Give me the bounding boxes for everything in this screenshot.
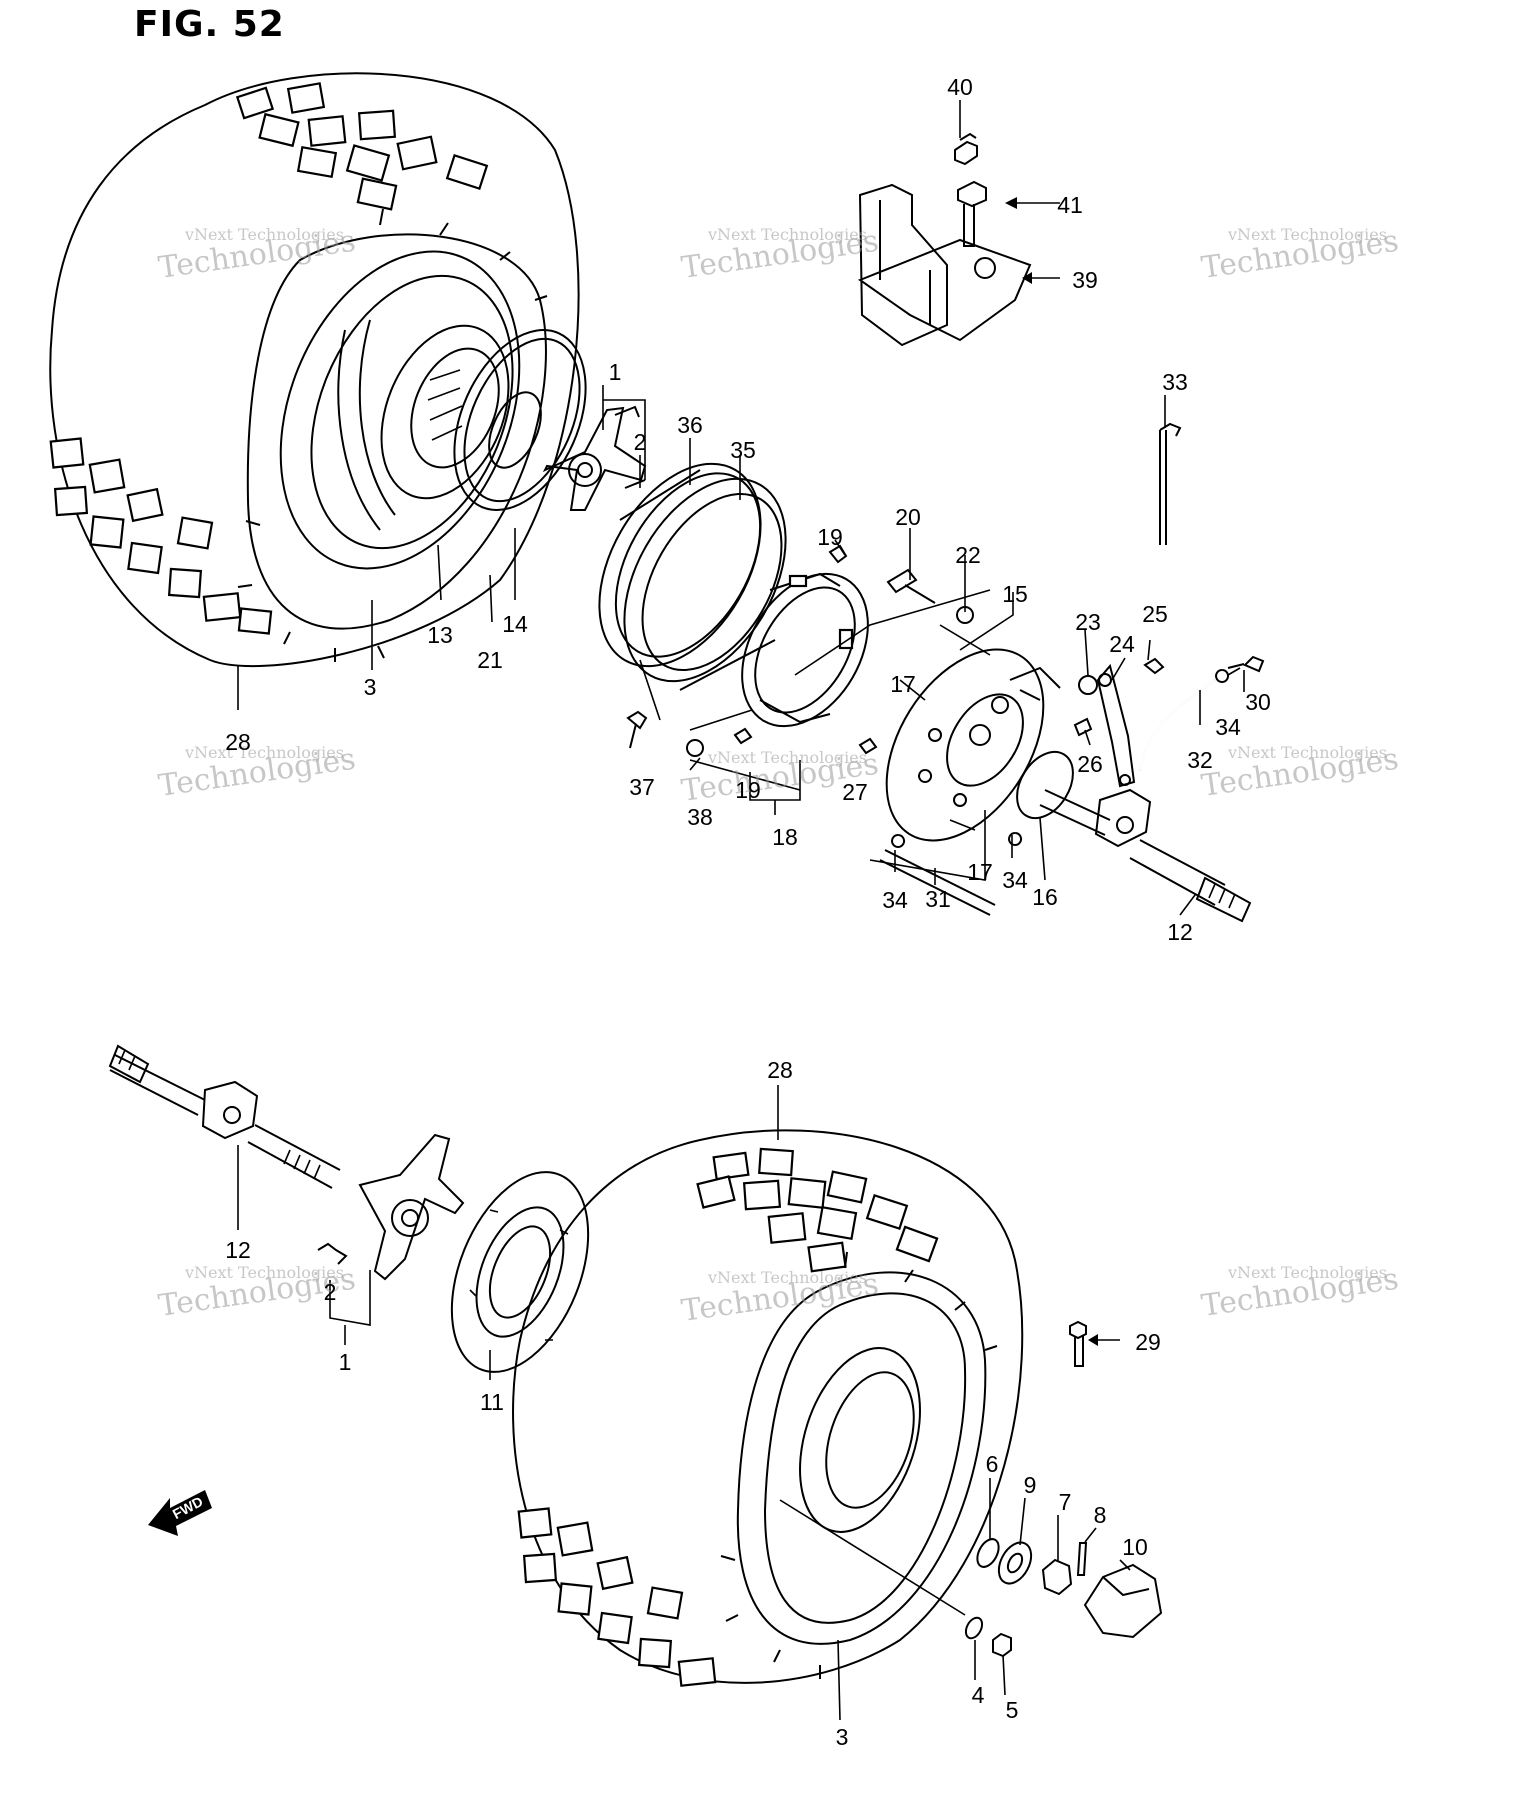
axle-shaft-lower <box>108 1044 341 1189</box>
tire-lower <box>512 1129 1024 1687</box>
callout-6: 6 <box>986 1451 999 1477</box>
callout-17: 17 <box>967 859 993 885</box>
callout-40: 40 <box>947 74 973 100</box>
callout-30: 30 <box>1245 689 1271 715</box>
hub-upper <box>542 405 647 511</box>
drum-35 <box>619 469 787 691</box>
brake-panel-15 <box>885 648 1061 842</box>
callout-21: 21 <box>477 647 503 673</box>
axle-shaft-upper <box>1039 788 1252 923</box>
figure-title: FIG. 52 <box>134 4 285 45</box>
callout-37: 37 <box>629 774 655 800</box>
callout-labels: 1 2 3 12 13 14 15 16 17 17 18 19 19 20 2… <box>225 74 1271 1750</box>
callout-2: 2 <box>324 1279 337 1305</box>
callout-32: 32 <box>1187 747 1213 773</box>
callout-34: 34 <box>882 887 908 913</box>
callout-11: 11 <box>480 1389 504 1415</box>
callout-36: 36 <box>677 412 703 438</box>
callout-25: 25 <box>1142 601 1168 627</box>
callout-23: 23 <box>1075 609 1101 635</box>
callout-39: 39 <box>1072 267 1098 293</box>
hub-lower <box>317 1133 465 1281</box>
callout-15: 15 <box>1002 581 1028 607</box>
callout-35: 35 <box>730 437 756 463</box>
callout-18: 18 <box>772 824 798 850</box>
seal-ring-21 <box>453 329 587 511</box>
o-ring-16 <box>1016 750 1074 820</box>
watermark-text: vNext Technologies <box>707 1268 867 1287</box>
callout-3: 3 <box>836 1724 849 1750</box>
pin-33 <box>1159 422 1182 545</box>
callout-9: 9 <box>1024 1472 1037 1498</box>
callout-16: 16 <box>1032 884 1058 910</box>
callout-2: 2 <box>634 429 647 455</box>
callout-17: 17 <box>890 671 916 697</box>
callout-14: 14 <box>502 611 528 637</box>
small-parts-upper <box>626 544 1265 848</box>
washer-9 <box>997 1541 1033 1585</box>
castle-nut-7 <box>1041 1558 1073 1596</box>
callout-1: 1 <box>609 359 622 385</box>
bolt-40 <box>954 132 978 166</box>
brake-lever-24 <box>1096 663 1136 788</box>
callout-29: 29 <box>1135 1329 1161 1355</box>
cotter-pin-8 <box>1076 1542 1088 1576</box>
bracket-39 <box>857 183 1032 347</box>
callout-12: 12 <box>1167 919 1193 945</box>
callout-19: 19 <box>817 524 843 550</box>
callout-10: 10 <box>1122 1534 1148 1560</box>
callout-31: 31 <box>925 886 951 912</box>
callout-34: 34 <box>1215 714 1241 740</box>
bolt-41 <box>957 180 987 247</box>
hub-cap-10 <box>1083 1563 1163 1639</box>
watermark-text: vNext Technologies <box>707 748 867 767</box>
watermark-text: vNext Technologies <box>707 225 867 244</box>
small-parts-lower <box>964 1320 1163 1658</box>
callout-28: 28 <box>225 729 251 755</box>
callout-4: 4 <box>972 1682 985 1708</box>
forward-arrow: FWD <box>148 1490 212 1536</box>
watermark-text: vNext Technologies <box>184 1263 344 1282</box>
wheel-rim-upper <box>279 250 521 570</box>
watermark-text: vNext Technologies <box>184 743 344 762</box>
washer-4 <box>964 1616 984 1640</box>
watermark-text: vNext Technologies <box>1227 1263 1387 1282</box>
callout-1: 1 <box>339 1349 352 1375</box>
brake-shoes-18 <box>741 572 869 728</box>
callout-41: 41 <box>1057 192 1083 218</box>
callout-20: 20 <box>895 504 921 530</box>
tire-upper <box>49 72 580 668</box>
callout-26: 26 <box>1077 751 1103 777</box>
seal-plate-11 <box>450 1171 590 1373</box>
washer-6 <box>976 1538 1000 1568</box>
watermark-text: vNext Technologies <box>1227 225 1387 244</box>
callout-24: 24 <box>1109 631 1135 657</box>
callout-34: 34 <box>1002 867 1028 893</box>
leaders-lower <box>237 1085 1131 1721</box>
callout-28: 28 <box>767 1057 793 1083</box>
callout-38: 38 <box>687 804 713 830</box>
callout-22: 22 <box>955 542 981 568</box>
bolt-29 <box>1069 1320 1087 1367</box>
callout-12: 12 <box>225 1237 251 1263</box>
nut-5 <box>992 1632 1012 1658</box>
callout-33: 33 <box>1162 369 1188 395</box>
callout-5: 5 <box>1006 1697 1019 1723</box>
watermark-text: vNext Technologies <box>184 225 344 244</box>
rod-31 <box>879 849 996 916</box>
callout-7: 7 <box>1059 1489 1072 1515</box>
callout-13: 13 <box>427 622 453 648</box>
oil-seal-14 <box>488 391 542 469</box>
callout-8: 8 <box>1094 1502 1107 1528</box>
leaders-upper <box>237 100 1245 916</box>
watermark-text: vNext Technologies <box>1227 743 1387 762</box>
callout-19: 19 <box>735 777 761 803</box>
callout-27: 27 <box>842 779 868 805</box>
callout-3: 3 <box>364 674 377 700</box>
